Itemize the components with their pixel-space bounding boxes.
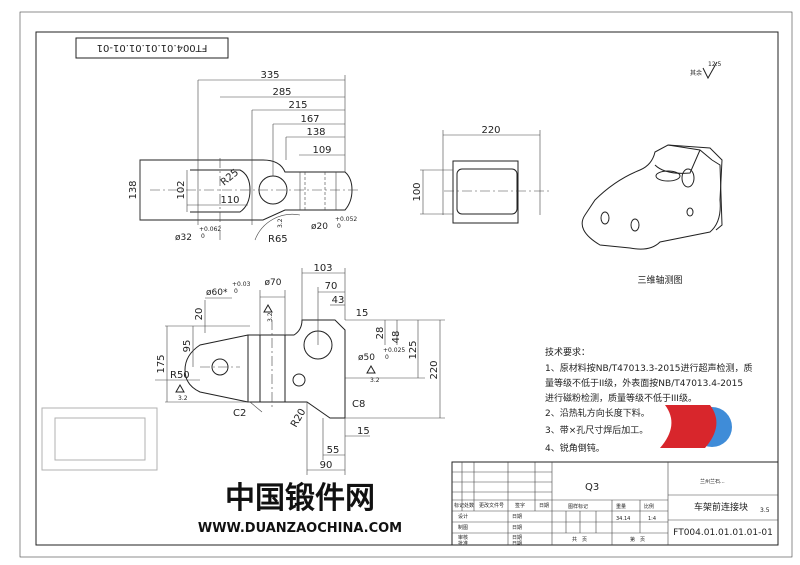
- dim-label: 220: [481, 125, 500, 136]
- date-label: 日期: [512, 525, 522, 531]
- tolerance-upper: +0.052: [335, 216, 357, 223]
- dim-label: C2: [233, 408, 246, 419]
- rotated-drawing-number: FT004.01.01.01.01-01: [75, 37, 229, 59]
- isometric-caption: 三维轴测图: [637, 274, 682, 286]
- front-view: 103 ø70 70 ø60* +0.03 0 43 20 15 28 48 9…: [155, 263, 445, 475]
- role-label: 制图: [458, 524, 468, 531]
- dim-label: 167: [300, 114, 319, 125]
- dim-label: 48: [391, 331, 402, 344]
- material: Q3: [585, 482, 599, 493]
- dim-label: 55: [327, 445, 340, 456]
- dim-label: 102: [176, 180, 187, 199]
- header-col: 签字: [515, 502, 525, 509]
- tech-req-line: 进行磁粉检测，质量等级不低于III级。: [545, 392, 697, 404]
- role-label: 设计: [458, 513, 468, 520]
- dim-label: 109: [312, 145, 331, 156]
- weight-label: 重量: [616, 503, 626, 510]
- tech-req-line: 4、锐角倒钝。: [545, 442, 605, 454]
- tech-req-line: 1、原材料按NB/T47013.3-2015进行超声检测，质: [545, 362, 753, 374]
- tolerance-lower: 0: [337, 223, 341, 230]
- tolerance-upper: +0.03: [232, 281, 251, 288]
- tolerance-lower: 0: [234, 288, 238, 295]
- dim-label: 100: [412, 182, 423, 201]
- part-name: 车架前连接块: [694, 501, 748, 513]
- sheet-border: [19, 11, 793, 558]
- dim-label: 125: [408, 340, 419, 359]
- dim-label: 15: [356, 308, 369, 319]
- dim-label: 20: [194, 308, 205, 321]
- scale-label: 比例: [644, 503, 654, 510]
- dim-label: 138: [128, 180, 139, 199]
- tolerance-upper: +0.025: [383, 347, 405, 354]
- roughness-value: 12.5: [708, 61, 722, 68]
- dim-label: 28: [375, 327, 386, 340]
- side-view: 220 100: [412, 125, 552, 224]
- dim-label: 110: [220, 195, 239, 206]
- dim-label: C8: [352, 399, 365, 410]
- stage-label: 图样标记: [568, 503, 588, 510]
- role-label: 批准: [458, 540, 468, 547]
- total-sheets: 共 页: [572, 536, 587, 543]
- scale-value: 1:4: [648, 516, 656, 522]
- header-col: 标记: [454, 502, 464, 509]
- dim-label: ø32: [175, 233, 192, 243]
- dim-label: 90: [320, 460, 333, 471]
- header-col: 日期: [539, 503, 549, 509]
- roughness-other-symbol: 其余 12.5: [690, 61, 722, 80]
- roughness-value: 3.2: [178, 395, 188, 402]
- tolerance-upper: +0.062: [199, 226, 221, 233]
- handwritten-note: 3.5: [760, 507, 770, 514]
- tech-req-title: 技术要求：: [545, 346, 590, 358]
- tolerance-lower: 0: [385, 354, 389, 361]
- dim-label: R20: [289, 407, 308, 430]
- dim-label: ø60*: [206, 288, 228, 298]
- roughness-value: 3.2: [370, 377, 380, 384]
- top-view: 335 285 215 167 138 109 138 102 R25 110 …: [128, 70, 360, 245]
- dim-label: 70: [325, 281, 338, 292]
- dim-label: 285: [272, 87, 291, 98]
- dim-label: 103: [313, 263, 332, 274]
- dim-label: ø50: [358, 353, 375, 363]
- dim-label: R65: [268, 234, 288, 245]
- drawing-number: FT004.01.01.01.01-01: [673, 528, 773, 538]
- inspection-stamp: [41, 407, 158, 471]
- dim-label: 335: [260, 70, 279, 81]
- rotated-number-text: FT004.01.01.01.01-01: [97, 42, 208, 53]
- dim-label: 15: [357, 426, 370, 437]
- sheet-number: 第 页: [630, 536, 645, 543]
- tech-req-line: 3、带×孔尺寸焊后加工。: [545, 424, 648, 436]
- isometric-view: 三维轴测图: [581, 144, 723, 286]
- technical-requirements: 技术要求： 1、原材料按NB/T47013.3-2015进行超声检测，质 量等级…: [545, 346, 753, 454]
- dim-label: 175: [156, 354, 167, 373]
- tech-req-line: 2、沿热轧方向长度下料。: [545, 407, 650, 419]
- header-col: 处数: [464, 502, 474, 509]
- date-label: 日期: [512, 514, 522, 520]
- drawing-frame: [35, 31, 779, 546]
- dim-label: 215: [288, 100, 307, 111]
- roughness-value: 3.2: [277, 218, 284, 228]
- date-label: 日期: [512, 541, 522, 547]
- weight-value: 34.14: [616, 516, 630, 522]
- watermark-url: WWW.DUANZAOCHINA.COM: [198, 521, 402, 536]
- title-block: 标记 处数 更改文件号 签字 日期 设计 日期 制图 日期 审核 日期 批准 日…: [451, 461, 779, 547]
- dim-label: ø70: [265, 278, 282, 288]
- date-label: 日期: [512, 535, 522, 541]
- header-col: 更改文件号: [479, 502, 504, 509]
- dim-label: ø20: [311, 222, 328, 232]
- role-label: 审核: [458, 534, 468, 541]
- roughness-value: 3.2: [267, 312, 274, 322]
- tech-req-line: 量等级不低于II级，外表面按NB/T47013.4-2015: [545, 377, 743, 389]
- dim-label: 95: [182, 340, 193, 353]
- dim-label: R50: [170, 370, 190, 381]
- watermark: 中国锻件网 WWW.DUANZAOCHINA.COM: [198, 481, 402, 536]
- site-logo: [660, 405, 732, 448]
- tolerance-lower: 0: [201, 233, 205, 240]
- dim-label: 220: [429, 360, 440, 379]
- dim-label: 138: [306, 127, 325, 138]
- watermark-text: 中国锻件网: [225, 481, 375, 516]
- roughness-label: 其余: [690, 69, 702, 77]
- company-name: 兰州兰石...: [700, 478, 725, 485]
- dim-label: 43: [332, 295, 345, 306]
